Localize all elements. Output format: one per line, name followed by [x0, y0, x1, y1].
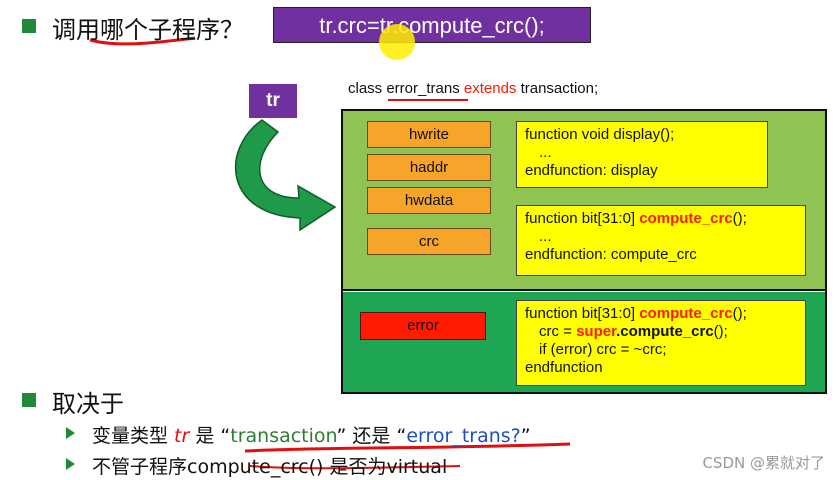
- derived-crc-line2: crc = super.compute_crc();: [525, 323, 797, 341]
- bullet-virtual: 不管子程序compute_crc() 是否为virtual: [92, 456, 448, 478]
- bullet-square-icon: [22, 19, 36, 33]
- base-crc-name: compute_crc: [639, 210, 733, 227]
- bullet1-text-e: ” 还是 “: [336, 425, 407, 447]
- display-fn-line2: ...: [539, 144, 552, 161]
- bullet1-transaction: transaction: [230, 425, 337, 447]
- derived-crc-suffix: ();: [732, 305, 747, 322]
- field-hwdata: hwdata: [367, 187, 491, 214]
- cursor-highlight: [379, 24, 415, 60]
- derived-crc-prefix: function bit[31:0]: [525, 305, 640, 322]
- tr-handle-box: tr: [249, 84, 297, 118]
- base-crc-suffix: ();: [732, 210, 747, 227]
- base-crc-line3: endfunction: compute_crc: [525, 246, 697, 263]
- bullet1-text-c: 是 “: [189, 425, 231, 447]
- question-2: 取决于: [52, 390, 124, 418]
- field-error: error: [360, 312, 486, 340]
- derived-crc-line4: endfunction: [525, 359, 603, 376]
- derived-crc-assign: crc =: [539, 323, 577, 340]
- class-declaration: class error_trans extends transaction;: [348, 80, 598, 97]
- super-call-parens: ();: [713, 323, 728, 340]
- field-haddr: haddr: [367, 154, 491, 181]
- display-fn-line1: function void display();: [525, 126, 675, 143]
- underline-variable-type: [244, 442, 571, 453]
- derived-crc-name: compute_crc: [639, 305, 733, 322]
- field-hwrite: hwrite: [367, 121, 491, 148]
- display-fn-line3: endfunction: display: [525, 162, 658, 179]
- sub-bullet-arrow-icon: [66, 458, 75, 470]
- base-crc-line1: function bit[31:0] compute_crc();: [525, 210, 797, 228]
- derived-crc-line1: function bit[31:0] compute_crc();: [525, 305, 797, 323]
- bullet1-error-trans: error_trans?: [406, 425, 521, 447]
- watermark: CSDN @累就对了: [702, 454, 825, 472]
- display-function-box: function void display(); ... endfunction…: [516, 121, 768, 188]
- super-keyword: super: [576, 323, 617, 340]
- derived-crc-line3: if (error) crc = ~crc;: [539, 341, 667, 358]
- class-name: error_trans: [386, 80, 460, 97]
- parent-class: transaction;: [516, 80, 599, 97]
- underline-compute-crc: [249, 465, 461, 470]
- base-crc-line2: ...: [539, 228, 552, 245]
- code-call-box: tr.crc=tr.compute_crc();: [273, 7, 591, 43]
- base-crc-function-box: function bit[31:0] compute_crc(); ... en…: [516, 205, 806, 276]
- bullet1-tr: tr: [174, 425, 190, 447]
- question-1: 调用哪个子程序？: [52, 16, 244, 44]
- curved-arrow-icon: [234, 119, 337, 232]
- class-keyword: class: [348, 80, 387, 97]
- bullet1-text-a: 变量类型: [92, 425, 175, 447]
- sub-bullet-arrow-icon: [66, 427, 75, 439]
- bullet-square-icon: [22, 393, 36, 407]
- extends-keyword: extends: [463, 80, 517, 97]
- super-call-name: .compute_crc: [616, 323, 714, 340]
- underline-question: [89, 36, 196, 46]
- field-crc: crc: [367, 228, 491, 255]
- bullet1-text-g: ”: [520, 425, 531, 447]
- derived-crc-function-box: function bit[31:0] compute_crc(); crc = …: [516, 300, 806, 386]
- base-crc-prefix: function bit[31:0]: [525, 210, 640, 227]
- bullet-variable-type: 变量类型 tr 是 “transaction” 还是 “error_trans?…: [92, 421, 531, 448]
